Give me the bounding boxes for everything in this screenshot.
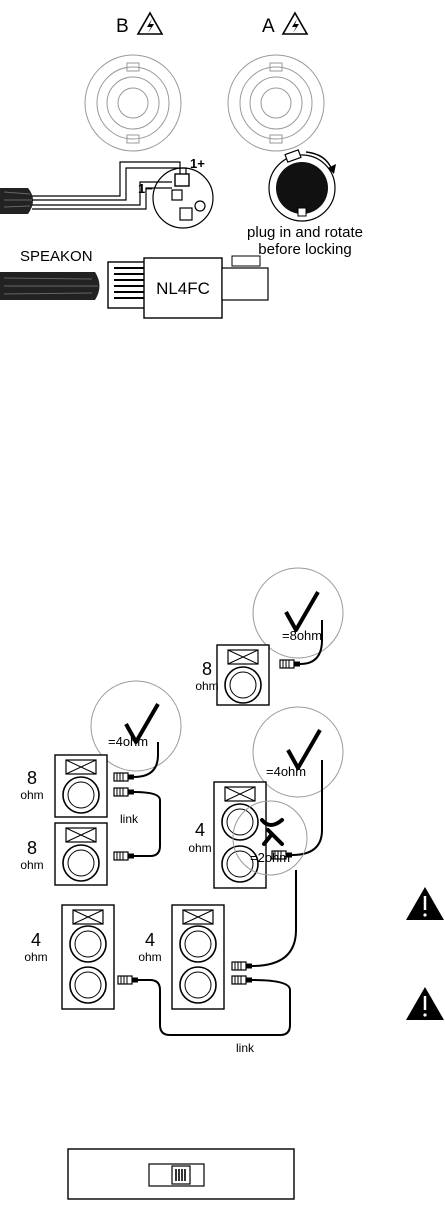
ohm-label: ohm <box>188 841 211 855</box>
speaker-cabinet <box>54 822 108 886</box>
ohm-label: ohm <box>195 679 218 693</box>
speaker-cabinet <box>216 644 270 706</box>
config-two-4ohm: =2ohm link 4 ohm 4 ohm <box>24 800 308 1055</box>
connector-a: A <box>227 12 325 152</box>
speaker-cabinet <box>54 754 108 818</box>
result-label: =4ohm <box>108 734 148 749</box>
plug-icon <box>231 961 253 971</box>
speaker-value: 8 <box>202 659 212 679</box>
connector-a-label: A <box>262 16 275 37</box>
check-mark-icon <box>284 590 320 632</box>
slide-switch-icon <box>171 1165 191 1185</box>
ohm-label: ohm <box>24 950 47 964</box>
speaker-value-bottom: 8 <box>27 838 37 858</box>
config-two-8ohm: =4ohm link 8 ohm 8 ohm <box>20 680 182 886</box>
lightning-warning-icon <box>137 12 163 35</box>
ohm-label: ohm <box>138 950 161 964</box>
speaker-value: 4 <box>195 820 205 840</box>
pin-minus-label: 1− <box>138 181 153 196</box>
plug-icon <box>231 975 253 985</box>
result-bubble <box>232 800 308 876</box>
connector-b-label: B <box>116 16 129 37</box>
speakon-plug: SPEAKON NL4FC <box>0 248 269 319</box>
wiring-detail: 1+ 1− <box>0 156 214 229</box>
result-bubble <box>90 680 182 772</box>
plug-face <box>276 162 328 214</box>
exclamation-warning-icon <box>406 887 444 920</box>
plug-icon <box>279 659 301 669</box>
rotate-lock-detail: plug in and rotate before locking <box>247 149 363 258</box>
connector-b: B <box>84 12 182 152</box>
connector-insert <box>152 167 214 229</box>
speaker-value-right: 4 <box>145 930 155 950</box>
rotate-arrow-icon <box>328 164 336 174</box>
check-mark-icon <box>286 728 322 770</box>
lightning-warning-icon <box>282 12 308 35</box>
slide-switch <box>67 1148 295 1200</box>
pin-plus-label: 1+ <box>190 156 205 171</box>
result-bubble <box>252 567 344 659</box>
plug-brand-label: SPEAKON <box>20 248 93 265</box>
plug-icon <box>113 851 135 861</box>
plug-model-label: NL4FC <box>156 279 210 298</box>
link-label: link <box>120 812 139 826</box>
result-label: =2ohm <box>250 850 290 865</box>
link-label: link <box>236 1041 255 1055</box>
check-mark-icon <box>124 702 160 744</box>
cross-mark-icon <box>260 818 284 846</box>
speakon-socket-a <box>227 54 325 152</box>
ohm-label: ohm <box>20 788 43 802</box>
plug-icon <box>113 787 135 797</box>
speakon-socket-b <box>84 54 182 152</box>
instruction-line1: plug in and rotate <box>247 224 363 241</box>
config-single-4ohm: =4ohm 4 ohm <box>188 706 344 889</box>
config-single-8ohm: =8ohm 8 ohm <box>195 567 344 706</box>
result-bubble <box>252 706 344 798</box>
result-label: =8ohm <box>282 628 322 643</box>
exclamation-warning-icon <box>406 987 444 1020</box>
instruction-line2: before locking <box>258 241 351 258</box>
ohm-label: ohm <box>20 858 43 872</box>
speaker-value-left: 4 <box>31 930 41 950</box>
plug-icon <box>117 975 139 985</box>
result-label: =4ohm <box>266 764 306 779</box>
cable-end <box>0 188 33 214</box>
speaker-value-top: 8 <box>27 768 37 788</box>
plug-icon <box>113 772 135 782</box>
